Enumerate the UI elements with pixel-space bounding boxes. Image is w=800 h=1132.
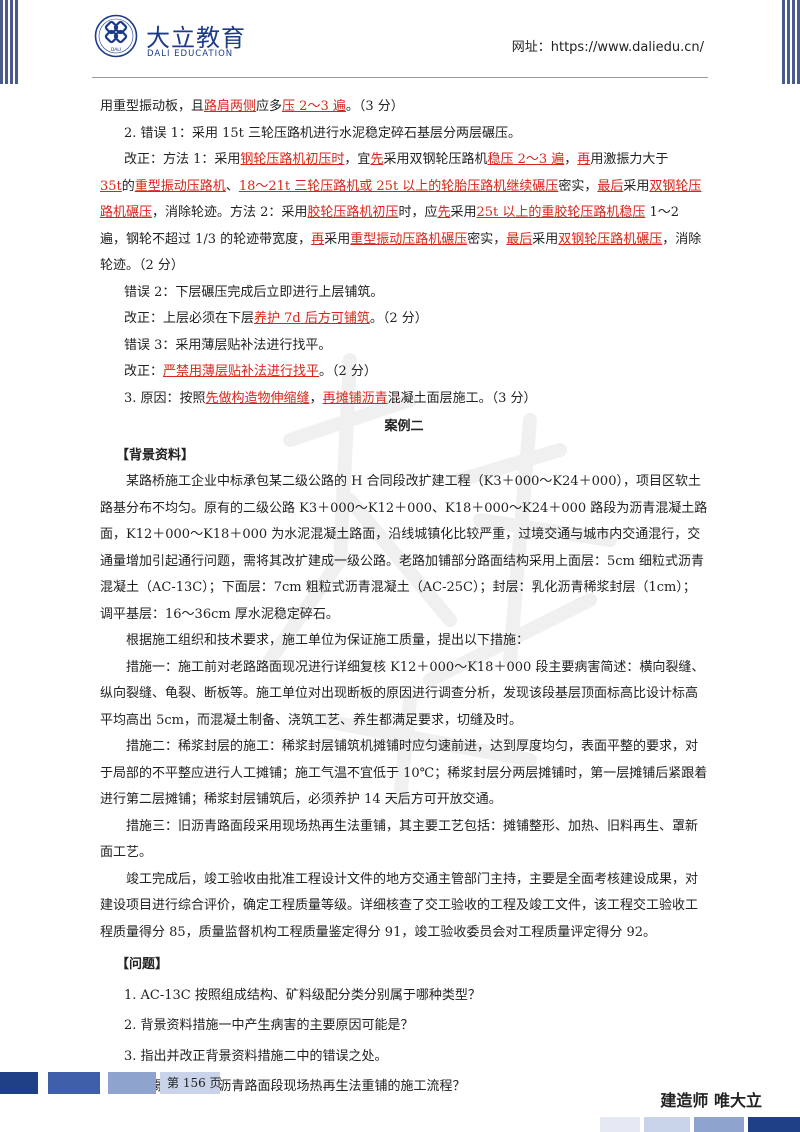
case-title: 案例二 [384,419,424,434]
document-body: 用重型振动板，且路肩两侧应多压 2～3 遍。（3 分） 2. 错误 1：采用 1… [100,94,708,1105]
footer-stripes [600,1117,800,1132]
correction-1-cont: 35t的重型振动压路机、18～21t 三轮压路机或 25t 以上的轮胎压路机继续… [100,178,702,274]
question-1: 1. AC-13C 按照组成结构、矿料级配分类分别属于哪种类型？ [124,987,481,1003]
reason-answer: 3. 原因：按照先做构造物伸缩缝，再摊铺沥青混凝土面层施工。（3 分） [124,390,537,406]
footer-block [108,1072,156,1094]
error-3: 错误 3：采用薄层贴补法进行找平。 [124,337,332,353]
background-paragraph: 某路桥施工企业中标承包某二级公路的 H 合同段改扩建工程（K3＋000～K24＋… [100,474,708,622]
page-footer: 第 156 页 建造师 唯大立 [0,1062,800,1132]
correction-1: 改正：方法 1：采用钢轮压路机初压时，宜先采用双钢轮压路机稳压 2～3 遍，再用… [124,152,669,167]
acceptance-paragraph: 竣工完成后，竣工验收由批准工程设计文件的地方交通主管部门主持，主要是全面考核建设… [100,871,699,940]
question-3: 3. 指出并改正背景资料措施二中的错误之处。 [124,1048,388,1064]
answer-paragraph: 用重型振动板，且路肩两侧应多压 2～3 遍。（3 分） [100,99,404,114]
measure-3: 措施三：旧沥青路面段采用现场热再生法重铺，其主要工艺包括：摊铺整形、加热、旧料再… [100,818,699,861]
footer-block [160,1072,220,1094]
footer-block [0,1072,38,1094]
question-2: 2. 背景资料措施一中产生病害的主要原因可能是？ [124,1018,414,1033]
logo-text: DALI [111,47,121,53]
brand-subtitle: DALI EDUCATION [147,49,234,59]
website-link[interactable]: 网址：https://www.daliedu.cn/ [511,40,704,55]
correction-2: 改正：上层必须在下层养护 7d 后方可铺筑。（2 分） [124,311,428,326]
footer-block [48,1072,100,1094]
correction-3: 改正：严禁用薄层贴补法进行找平。（2 分） [124,364,377,379]
brand-name: 大立教育 [146,24,246,52]
header-left-stripes [0,0,18,84]
background-paragraph: 根据施工组织和技术要求，施工单位为保证施工质量，提出以下措施： [126,633,530,648]
footer-slogan: 建造师 唯大立 [660,1091,762,1110]
background-heading: 【背景资料】 [116,447,195,463]
error-1: 2. 错误 1：采用 15t 三轮压路机进行水泥稳定碎石基层分两层碾压。 [124,125,521,141]
page-header: DALI 大立教育 DALI EDUCATION 网址：https://www.… [0,0,800,84]
header-right-stripes [782,0,800,84]
questions-heading: 【问题】 [116,957,169,972]
measure-1: 措施一：施工前对老路路面现况进行详细复核 K12＋000～K18＋000 段主要… [100,659,705,728]
header-divider [92,77,708,78]
dali-logo-icon: DALI [94,14,138,58]
page-number: 第 156 页 [167,1076,222,1090]
error-2: 错误 2：下层碾压完成后立即进行上层铺筑。 [124,284,384,300]
measure-2: 措施二：稀浆封层的施工：稀浆封层铺筑机摊铺时应匀速前进，达到厚度均匀，表面平整的… [100,739,708,807]
